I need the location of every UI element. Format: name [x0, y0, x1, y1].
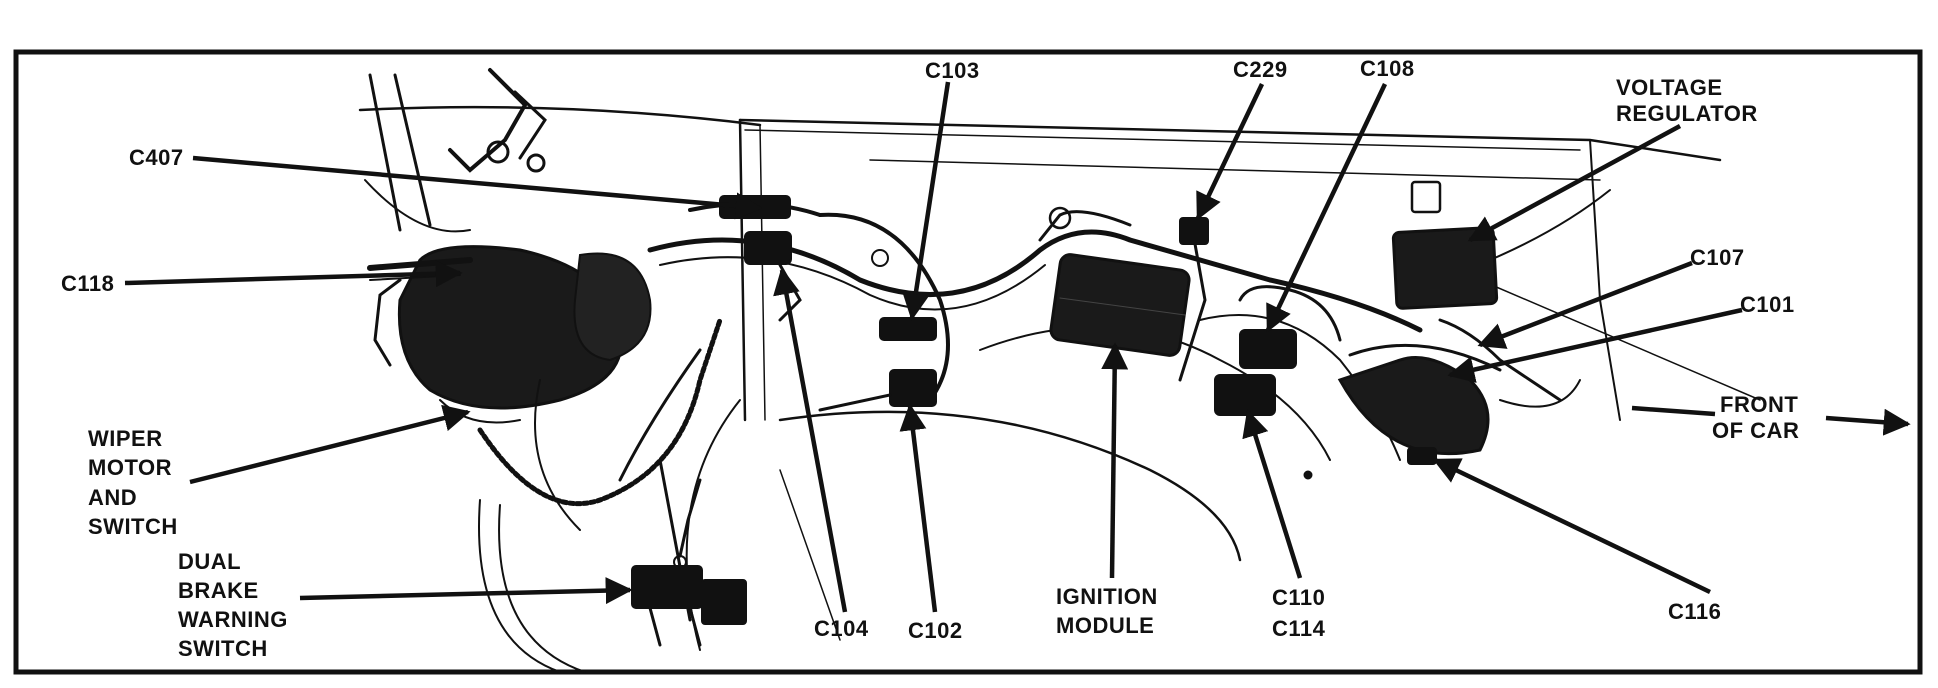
arrow-voltage-regulator: [1467, 124, 1682, 242]
label-c110-c114: C110 C114: [1272, 585, 1332, 641]
arrow-ignition-module: [1101, 342, 1129, 579]
label-c407: C407: [129, 145, 184, 170]
line-art: [358, 68, 1761, 673]
arrow-c118: [124, 260, 463, 288]
arrow-c229: [1195, 83, 1265, 221]
arrow-front-of-car-left: [1631, 405, 1716, 417]
label-wiper-motor-and-switch: WIPER MOTOR AND SWITCH: [88, 426, 179, 539]
label-c118: C118: [61, 271, 114, 296]
arrow-c116: [1432, 457, 1711, 595]
label-ignition-module: IGNITION MODULE: [1056, 584, 1164, 638]
callout-arrows: [124, 81, 1911, 613]
label-c229: C229: [1233, 57, 1288, 82]
arrow-dual-brake-switch: [299, 577, 633, 605]
diagram-frame: [13, 49, 1923, 675]
arrow-c108: [1265, 83, 1388, 333]
arrow-wiper-motor: [189, 404, 471, 485]
label-dual-brake-warning-switch: DUAL BRAKE WARNING SWITCH: [178, 549, 294, 661]
arrow-c104: [773, 267, 848, 613]
label-c104: C104: [814, 616, 869, 641]
label-front-of-car: FRONT OF CAR: [1712, 392, 1805, 443]
label-c116: C116: [1668, 599, 1721, 624]
label-c103: C103: [925, 58, 980, 83]
arrow-c407: [192, 155, 763, 220]
arrow-c103: [902, 81, 951, 321]
label-c101: C101: [1740, 292, 1795, 317]
label-c108: C108: [1360, 56, 1415, 81]
arrow-c101: [1447, 307, 1743, 383]
arrow-c102: [899, 403, 938, 613]
labels: C407 C118 C103 C229 C108 VOLTAGE REGULAT…: [61, 56, 1805, 661]
label-c107: C107: [1690, 245, 1745, 270]
arrow-front-of-car-right: [1825, 408, 1911, 436]
label-voltage-regulator: VOLTAGE REGULATOR: [1616, 75, 1758, 126]
label-c102: C102: [908, 618, 963, 643]
arrow-c110-c114: [1242, 409, 1303, 579]
arrow-c107: [1477, 260, 1693, 349]
